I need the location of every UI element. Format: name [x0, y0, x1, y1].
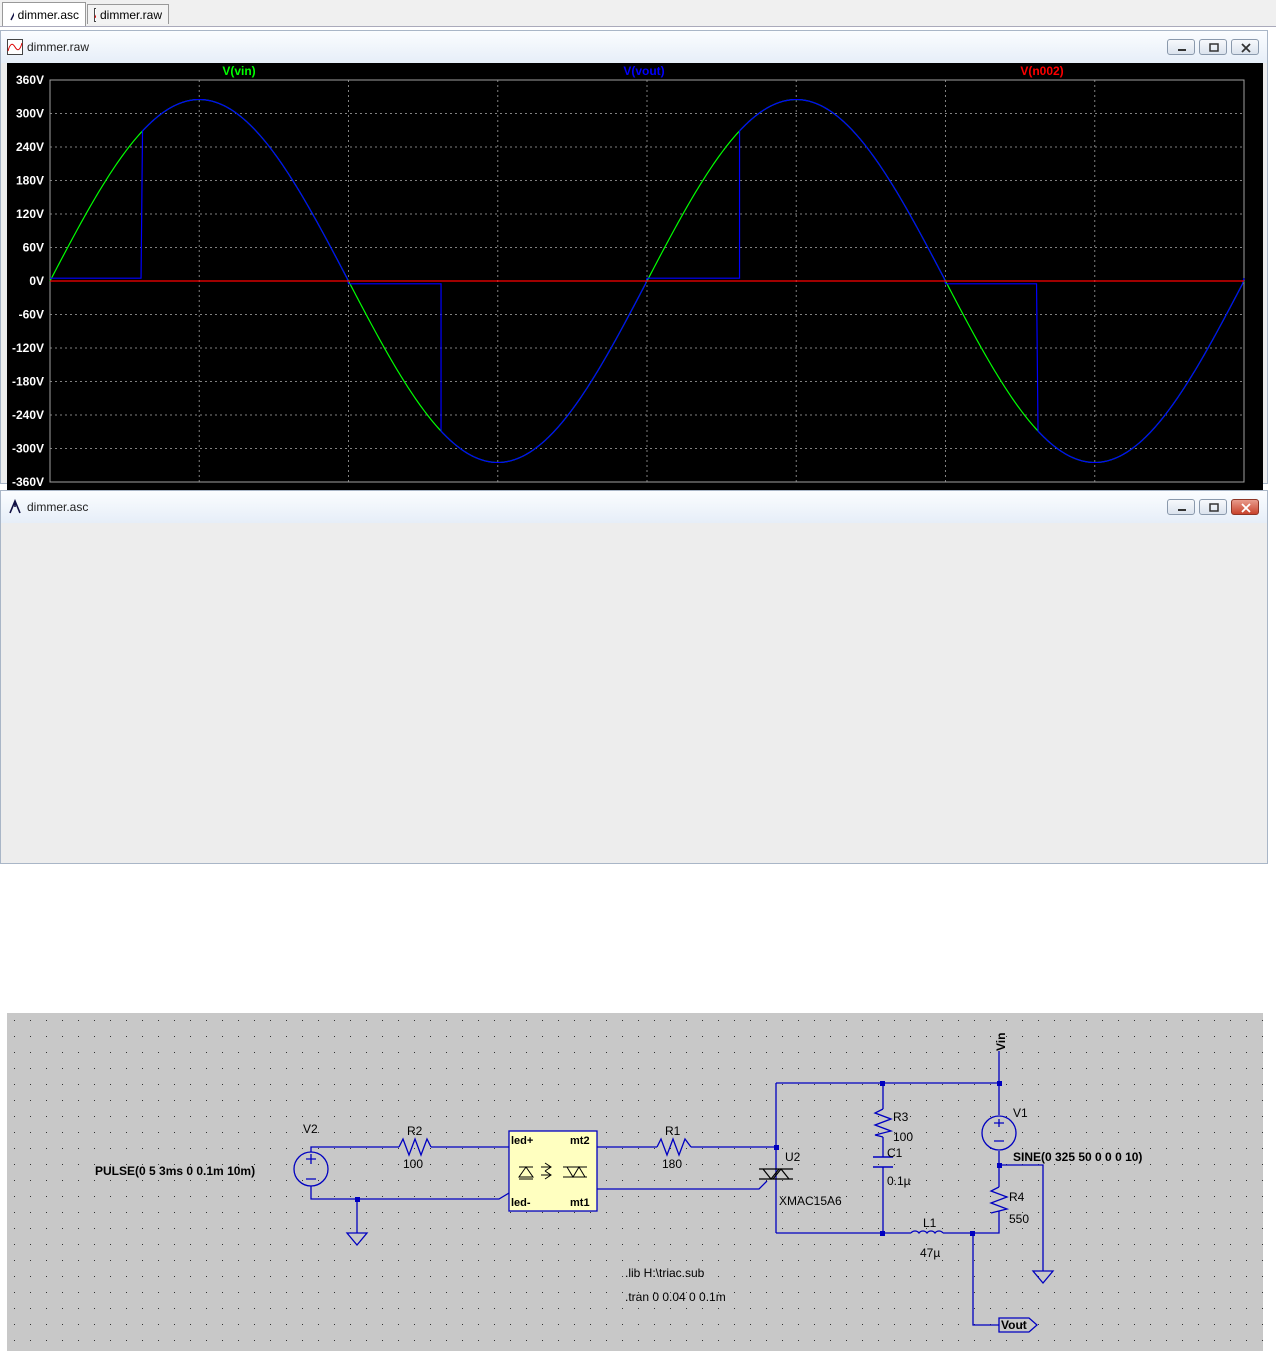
tran-directive[interactable]: .tran 0 0.04 0 0.1m: [625, 1290, 726, 1304]
r3-value: 100: [893, 1130, 913, 1144]
r2-value: 100: [403, 1157, 423, 1171]
legend-label: V(n002): [1020, 64, 1063, 78]
schematic-window-titlebar: dimmer.asc: [1, 491, 1267, 523]
c1-value: 0.1µ: [887, 1174, 911, 1188]
lib-directive[interactable]: .lib H:\triac.sub: [625, 1266, 705, 1280]
y-tick-label: -240V: [12, 408, 44, 422]
r4-value: 550: [1009, 1212, 1029, 1226]
l1-label: L1: [923, 1216, 937, 1230]
r3-label: R3: [893, 1110, 909, 1124]
r1-label: R1: [665, 1124, 681, 1138]
r2-label: R2: [407, 1124, 423, 1138]
l1-value: 47µ: [920, 1246, 940, 1260]
opto-led-plus: led+: [511, 1135, 533, 1147]
y-tick-label: 360V: [16, 73, 44, 87]
window-title: dimmer.raw: [27, 40, 90, 54]
document-tab-bar: dimmer.asc dimmer.raw: [0, 0, 1276, 27]
series-line: [50, 98, 1245, 464]
y-tick-label: -300V: [12, 442, 44, 456]
v2-label: V2: [303, 1122, 318, 1136]
schematic-icon: [10, 12, 14, 20]
opto-mt2: mt2: [570, 1135, 590, 1147]
waveform-window: dimmer.raw 360V 300V 240V 180V 120V 60V 0V -60V…: [0, 30, 1268, 509]
u2-value: XMAC15A6: [779, 1194, 842, 1208]
tab-dimmer-raw[interactable]: dimmer.raw: [87, 4, 169, 24]
y-tick-label: -180V: [12, 375, 44, 389]
waveform-window-titlebar: dimmer.raw: [1, 31, 1267, 63]
y-tick-label: 120V: [16, 207, 44, 221]
waveform-plot[interactable]: 360V 300V 240V 180V 120V 60V 0V -60V -120V -180V -…: [7, 63, 1263, 509]
schematic-icon: [9, 499, 21, 514]
y-tick-label: 60V: [23, 241, 44, 255]
close-button[interactable]: [1231, 499, 1259, 515]
restore-button[interactable]: [1199, 499, 1227, 515]
window-title: dimmer.asc: [27, 500, 89, 514]
schematic-canvas[interactable]: V2 PULSE(0 5 3ms 0 0.1m 10m) R2 100 led+…: [7, 1013, 1263, 1351]
schematic-drawing[interactable]: V2 PULSE(0 5 3ms 0 0.1m 10m) R2 100 led+…: [7, 1013, 1263, 1351]
y-tick-label: 240V: [16, 140, 44, 154]
tab-dimmer-asc[interactable]: dimmer.asc: [2, 2, 86, 26]
c1-label: C1: [887, 1146, 903, 1160]
schematic-window: dimmer.asc: [0, 490, 1268, 1351]
y-tick-label: -60V: [19, 308, 44, 322]
opto-mt1: mt1: [570, 1197, 590, 1209]
vout-net-label: Vout: [1001, 1318, 1027, 1332]
r1-value: 180: [662, 1157, 682, 1171]
tab-label: dimmer.asc: [17, 7, 79, 22]
legend-label: V(vout): [623, 64, 664, 78]
close-button[interactable]: [1231, 39, 1259, 55]
y-tick-label: 300V: [16, 107, 44, 121]
y-tick-label: 180V: [16, 174, 44, 188]
tab-label: dimmer.raw: [99, 7, 162, 22]
opto-led-minus: led-: [511, 1197, 531, 1209]
restore-button[interactable]: [1199, 39, 1227, 55]
waveform-chart[interactable]: 360V 300V 240V 180V 120V 60V 0V -60V -120V -180V -…: [7, 63, 1263, 509]
y-tick-label: -360V: [12, 475, 44, 489]
u2-label: U2: [785, 1150, 801, 1164]
v1-value: SINE(0 325 50 0 0 0 10): [1013, 1150, 1142, 1164]
waveform-icon: [94, 7, 96, 22]
minimize-button[interactable]: [1167, 499, 1195, 515]
legend-label: V(vin): [222, 64, 255, 78]
y-tick-label: -120V: [12, 341, 44, 355]
y-tick-label: 0V: [29, 274, 44, 288]
v2-value: PULSE(0 5 3ms 0 0.1m 10m): [95, 1164, 255, 1178]
v1-label: V1: [1013, 1106, 1028, 1120]
waveform-icon: [7, 39, 23, 55]
vin-net-label: Vin: [994, 1033, 1008, 1051]
r4-label: R4: [1009, 1190, 1025, 1204]
minimize-button[interactable]: [1167, 39, 1195, 55]
